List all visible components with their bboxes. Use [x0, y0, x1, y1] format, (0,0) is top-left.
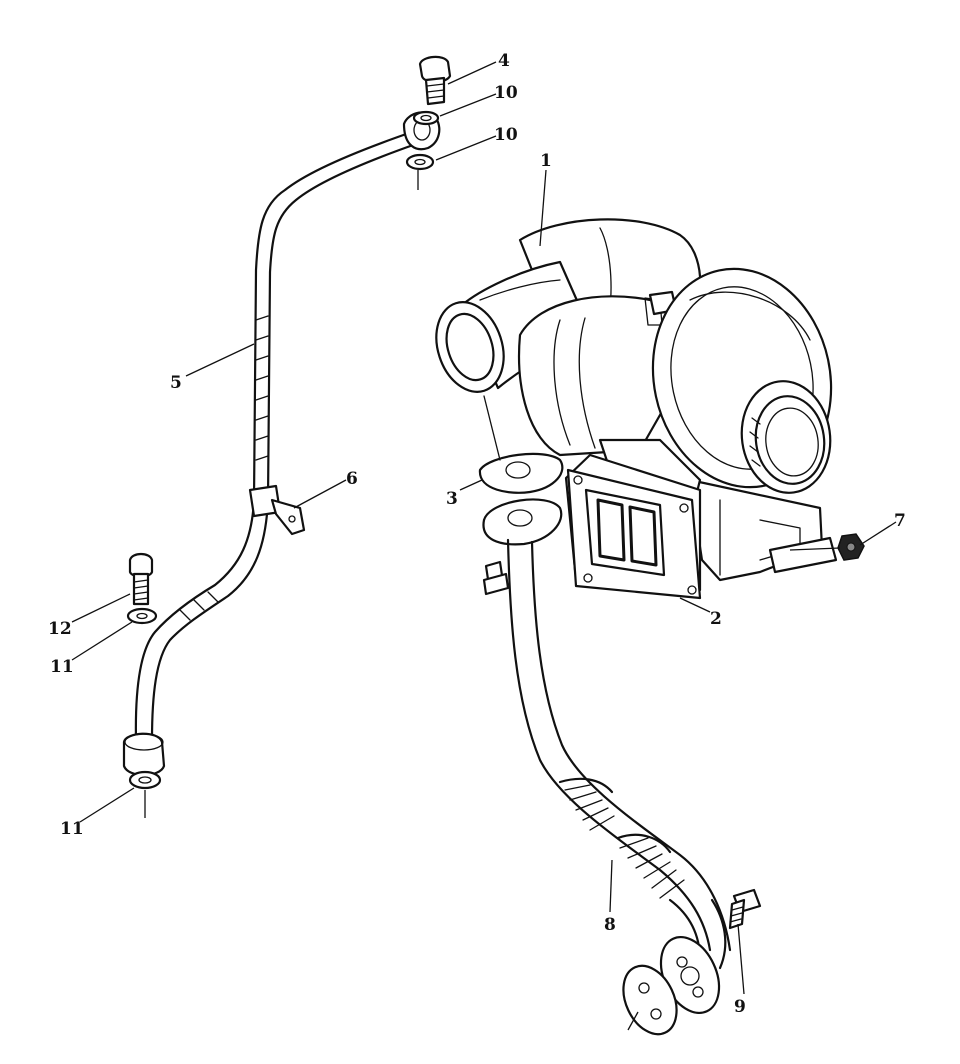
callout-3: 3: [446, 489, 458, 509]
washer-11-lower: [128, 770, 162, 818]
callout-10-lower: 10: [494, 125, 518, 145]
callout-1: 1: [540, 151, 552, 171]
callout-11-lower: 11: [60, 819, 84, 839]
oil-feed-pipe: [122, 111, 441, 777]
callout-6: 6: [346, 469, 358, 489]
callout-5: 5: [170, 373, 182, 393]
callout-2: 2: [710, 609, 722, 629]
callout-7: 7: [894, 511, 906, 531]
leader-lines: [71, 61, 897, 1031]
oil-return-gasket: [478, 395, 564, 494]
callout-labels: 4 10 10 1 5 6 3 7 2 12 11 11 8 9: [48, 51, 906, 1017]
callout-4: 4: [498, 51, 510, 71]
flange-bolt: [482, 560, 510, 596]
exhaust-flange-gasket: [566, 468, 702, 600]
bolt-12: [128, 552, 154, 606]
callout-8: 8: [604, 915, 616, 935]
callout-10-upper: 10: [494, 83, 518, 103]
washer-11-upper: [126, 607, 158, 625]
callout-12: 12: [48, 619, 72, 639]
callout-9: 9: [734, 997, 746, 1017]
oil-return-pipe: [482, 498, 732, 1036]
pipe-clip: [248, 484, 306, 536]
washers-10: [405, 110, 440, 190]
nut-7: [837, 533, 865, 561]
bolt-9: [728, 888, 762, 930]
callout-11-upper: 11: [50, 657, 74, 677]
banjo-bolt: [418, 55, 452, 106]
